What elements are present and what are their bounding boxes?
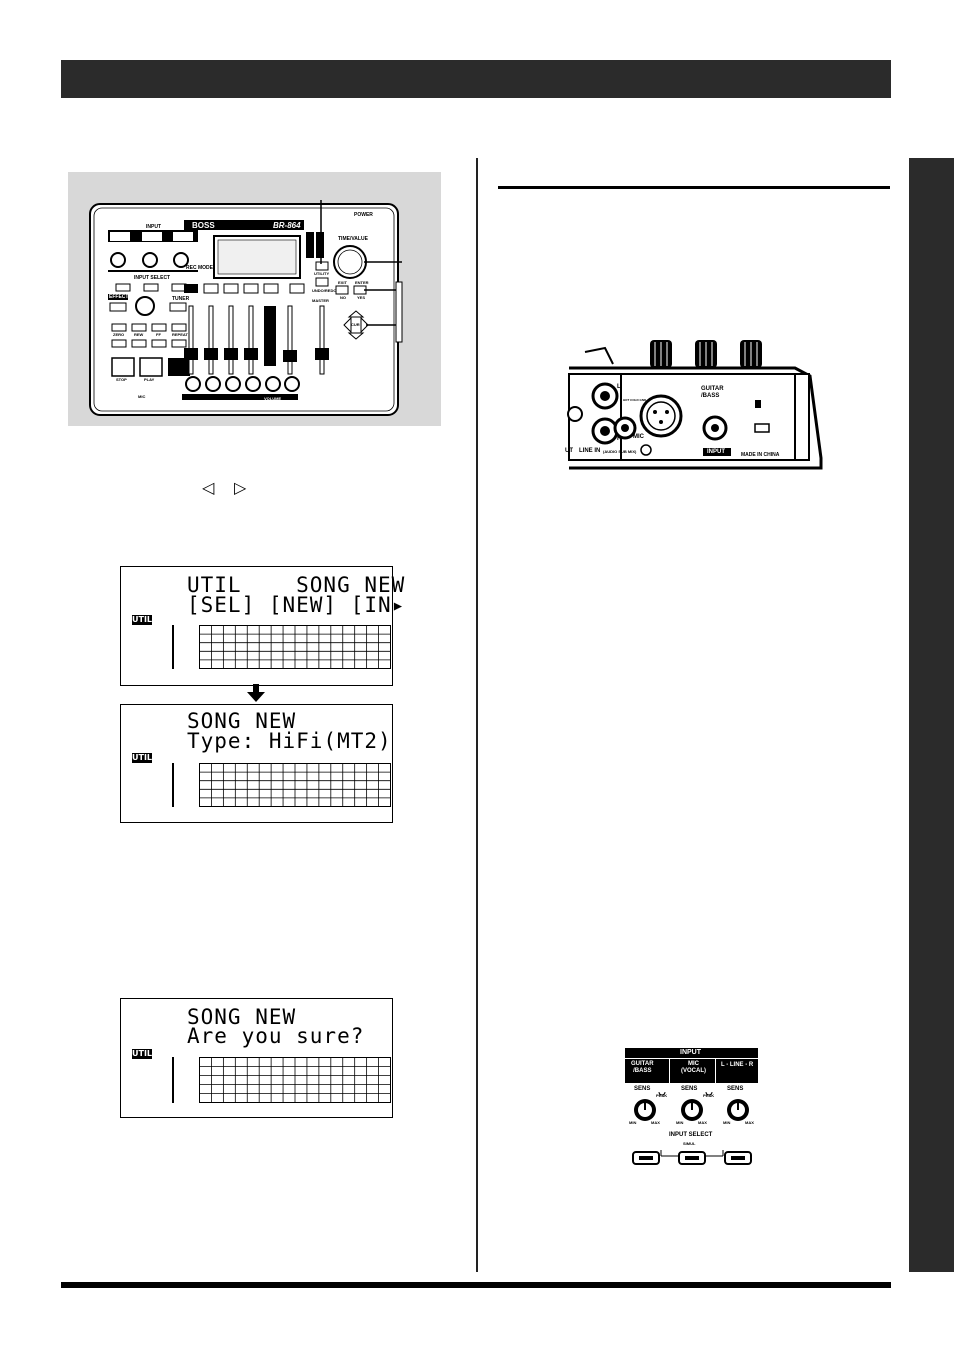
sens-label-3: SENS — [727, 1086, 744, 1092]
rear-panel-figure: GUITAR /BASS INPUT MIC LINE IN (AUDIO SU… — [565, 338, 825, 472]
side-tab — [909, 158, 954, 1272]
lcd-indicator: UTIL — [132, 753, 153, 763]
input-select-label: INPUT SELECT — [134, 275, 171, 281]
rec-mode-label: REC MODE — [186, 265, 213, 271]
time-value-label: TIME/VALUE — [338, 236, 368, 242]
peak-label-1: PEAK — [656, 1093, 668, 1098]
min-label-2: MIN — [676, 1120, 684, 1125]
lcd-meter-grid — [199, 1057, 391, 1103]
line-in-sub-label: (AUDIO SUB MIX) — [603, 449, 637, 454]
input-select-label: INPUT SELECT — [669, 1132, 713, 1138]
lcd-grid-svg — [199, 625, 391, 669]
master-label: MASTER — [312, 298, 329, 303]
lcd-indicator: UTIL — [132, 615, 153, 625]
max-label-2: MAX — [698, 1120, 707, 1125]
rew-label: REW — [134, 332, 144, 337]
l-label: L — [617, 384, 621, 390]
tuner-label: TUNER — [172, 296, 190, 302]
lcd-line-2: Type: HiFi(MT2) — [187, 729, 392, 753]
line-col: L - LINE - R — [721, 1062, 754, 1068]
power-label: POWER — [354, 212, 373, 218]
exit-label: EXIT — [338, 280, 347, 285]
sens-label-1: SENS — [634, 1086, 651, 1092]
stop-label: STOP — [116, 377, 127, 382]
min-label-1: MIN — [629, 1120, 637, 1125]
mic-vocal-col: MIC (VOCAL) — [681, 1061, 706, 1074]
input-label: INPUT — [146, 224, 161, 230]
min-label-3: MIN — [723, 1120, 731, 1125]
device-illustration — [89, 200, 403, 416]
lcd-line-1: SONG NEW — [187, 709, 297, 733]
model-label: BR-864 — [273, 221, 301, 230]
guitar-bass-col: GUITAR /BASS — [631, 1061, 654, 1074]
header-bar — [61, 60, 891, 98]
input-knobs — [632, 1092, 752, 1165]
enter-label: ENTER — [355, 280, 369, 285]
lcd-screen-confirm: UTIL SONG NEW Are you sure? — [120, 998, 393, 1118]
peak-label-2: PEAK — [703, 1093, 715, 1098]
volume-label: VOLUME — [264, 396, 282, 401]
play-label: PLAY — [144, 377, 155, 382]
lcd-bracket — [172, 763, 174, 807]
rec-label: REC — [172, 377, 181, 382]
lcd-grid-svg — [199, 1057, 391, 1103]
mic-jack-label: MIC — [633, 434, 644, 440]
rear-panel-illustration — [567, 340, 823, 470]
sens-label-2: SENS — [681, 1086, 698, 1092]
hot-cold-gnd-label: HOT COLD GND — [623, 398, 647, 402]
made-in-label: MADE IN CHINA — [741, 452, 780, 458]
ff-label: FF — [156, 332, 161, 337]
lcd-bracket — [172, 625, 174, 669]
brand-logo: BOSS — [192, 221, 215, 230]
input-col-header-row — [625, 1059, 758, 1083]
input-panel-header — [625, 1048, 758, 1058]
yes-label: YES — [357, 295, 366, 300]
utility-label: UTILITY — [314, 271, 330, 276]
cursor-right-icon: ▷ — [234, 478, 247, 497]
undo-redo-label: UNDO/REDO — [312, 288, 337, 293]
col-divider — [715, 1059, 716, 1083]
cur-label: CUR — [351, 322, 360, 327]
lcd-bracket — [172, 1057, 174, 1103]
mic-label: MIC — [138, 394, 146, 399]
lcd-meter-grid — [199, 763, 391, 807]
input-panel-figure: INPUT GUITAR /BASS MIC (VOCAL) L - LINE … — [625, 1048, 760, 1166]
footer-rule — [61, 1282, 891, 1288]
ut-label: UT — [565, 448, 573, 454]
lcd-indicator: UTIL — [132, 1049, 153, 1059]
device-figure: BOSS BR-864 TIME/VALUE POWER REC MODE IN… — [68, 172, 441, 426]
column-divider — [476, 158, 478, 1272]
lcd-line-1: UTIL SONG NEW — [187, 573, 406, 597]
lcd-line-1: SONG NEW — [187, 1005, 297, 1029]
max-label-3: MAX — [745, 1120, 754, 1125]
line-in-label: LINE IN — [579, 448, 601, 454]
effects-label: EFFECTS — [109, 294, 132, 300]
input-panel-title: INPUT — [680, 1049, 701, 1056]
lcd-screen-util: UTIL UTIL SONG NEW [SEL] [NEW] [IN▸ — [120, 566, 404, 686]
guitar-bass-label: GUITAR /BASS — [701, 386, 724, 399]
cursor-left-icon: ◁ — [202, 478, 215, 497]
no-label: NO — [340, 295, 346, 300]
lcd-line-2: Are you sure? — [187, 1024, 365, 1048]
zero-label: ZERO — [113, 332, 125, 337]
lcd-grid-svg — [199, 763, 391, 807]
lcd-meter-grid — [199, 625, 391, 669]
simul-label: SIMUL — [683, 1141, 696, 1146]
repeat-label: REPEAT — [172, 332, 188, 337]
lcd-line-2: [SEL] [NEW] [IN▸ — [187, 593, 406, 617]
arrow-down-icon — [247, 684, 265, 702]
section-rule — [498, 186, 890, 189]
col-divider — [669, 1059, 670, 1083]
r-label: R — [617, 436, 622, 442]
input-jack-label: INPUT — [707, 449, 725, 455]
lcd-screen-song-new: UTIL SONG NEW Type: HiFi(MT2) — [120, 704, 393, 823]
max-label-1: MAX — [651, 1120, 660, 1125]
